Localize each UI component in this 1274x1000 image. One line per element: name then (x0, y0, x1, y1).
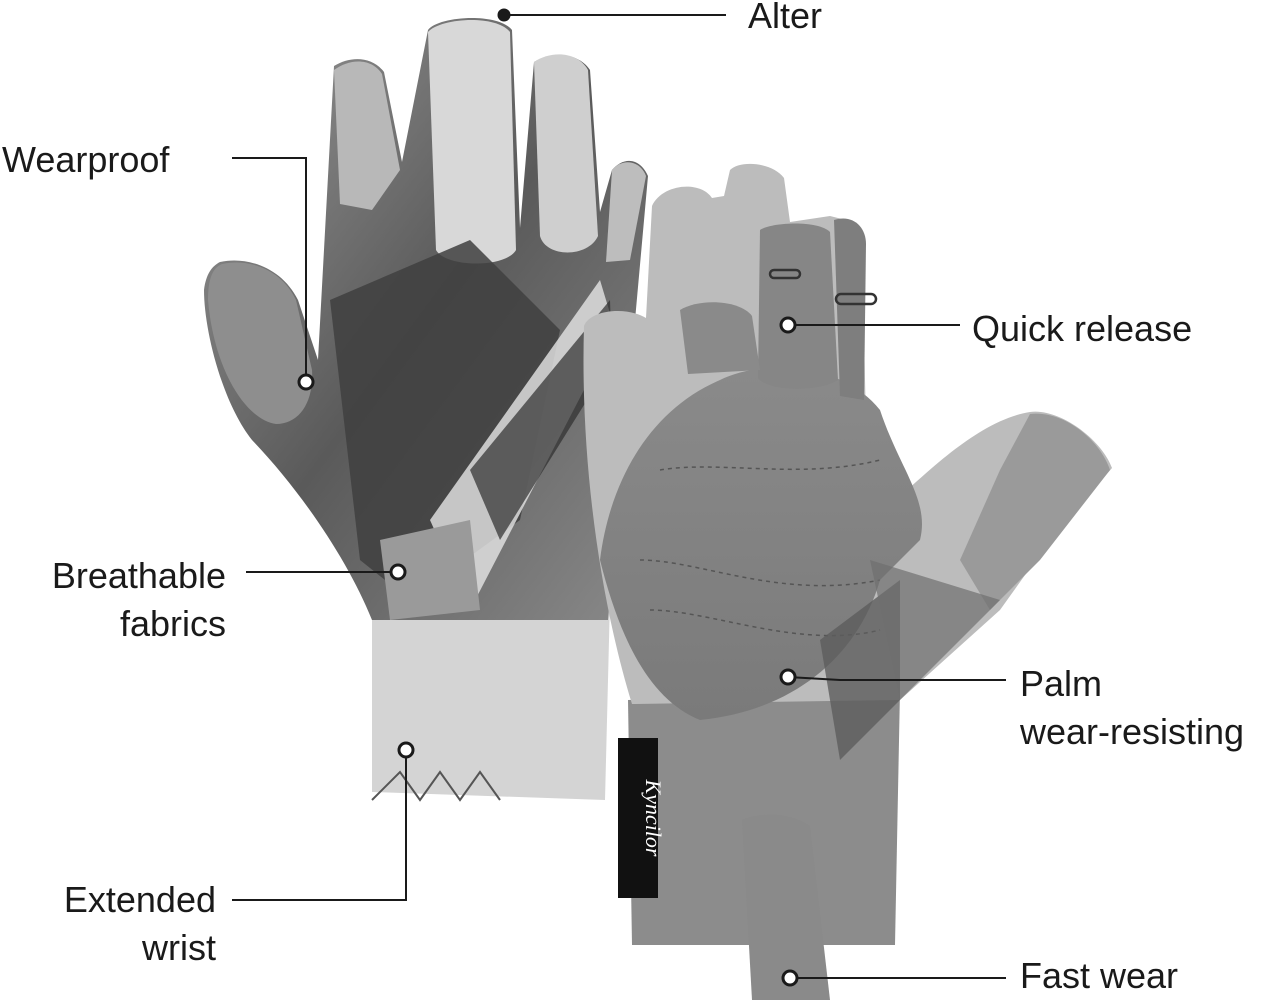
dot-fast-wear (781, 969, 799, 987)
palm-glove: Kyncilor (583, 163, 1112, 1000)
back-glove-middle-finger (534, 54, 598, 253)
brand-tag (618, 738, 658, 898)
back-glove-ring-finger (334, 61, 400, 210)
dot-palm (779, 668, 797, 686)
callout-dots (297, 8, 799, 987)
leader-line-palm (787, 676, 1006, 681)
label-fast-wear: Fast wear (1020, 955, 1179, 996)
back-glove-little-finger (606, 162, 646, 262)
dot-breathable (389, 563, 407, 581)
callouts (232, 14, 1006, 979)
label-alter: Alter (748, 0, 823, 36)
label-quick-release: Quick release (972, 308, 1193, 349)
label-palm-wear-resisting: Palm wear-resisting (1020, 663, 1245, 752)
back-glove-index-finger (428, 19, 516, 264)
leader-line-wearproof (232, 157, 307, 382)
palm-glove-finger-pad-little (834, 218, 866, 400)
dot-alter (497, 8, 511, 22)
brand-tag-text: Kyncilor (641, 779, 666, 857)
label-extended-wrist: Extended wrist (63, 879, 216, 968)
leader-line-extended (232, 750, 407, 901)
dot-quick-release (779, 316, 797, 334)
back-glove-thumb (208, 262, 313, 424)
back-glove-cuff (372, 600, 610, 800)
dot-extended (397, 741, 415, 759)
back-glove (204, 17, 648, 802)
palm-glove-finger-pad-middle (680, 302, 760, 374)
label-breathable-fabrics: Breathable fabrics (51, 555, 226, 644)
label-wearproof: Wearproof (2, 139, 170, 180)
fast-wear-pull-tab (742, 814, 830, 1000)
quick-release-slot (834, 292, 878, 306)
dot-wearproof (297, 373, 315, 391)
palm-glove-finger-pad-index (758, 223, 838, 389)
palm-glove-thumb (960, 413, 1110, 610)
